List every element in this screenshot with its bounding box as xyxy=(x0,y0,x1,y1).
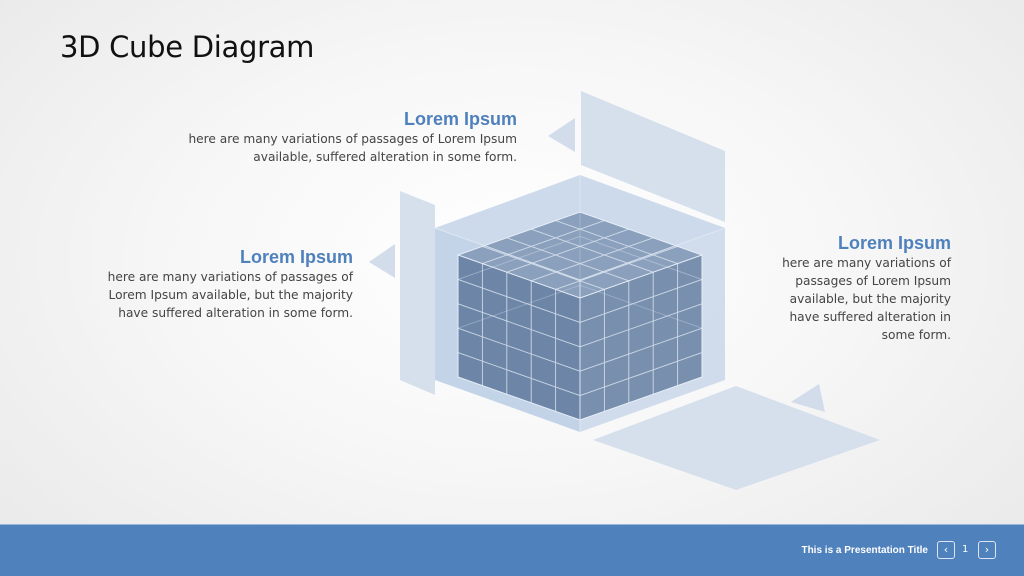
callout-body: here are many variations of passages of … xyxy=(760,254,951,344)
page-number: 1 xyxy=(962,544,969,555)
presentation-title: This is a Presentation Title xyxy=(801,545,928,556)
callout-top: Lorem Ipsum here are many variations of … xyxy=(180,108,517,166)
callout-line: available, suffered alteration in some f… xyxy=(253,150,517,164)
bottom-arrow-icon xyxy=(791,384,825,412)
footer-bar: This is a Presentation Title ‹ 1 › xyxy=(0,524,1024,576)
callout-body: here are many variations of passages of … xyxy=(180,130,517,166)
callout-heading: Lorem Ipsum xyxy=(403,109,517,129)
callout-line: have suffered alteration in xyxy=(789,310,951,324)
callout-line: have suffered alteration in some form. xyxy=(118,306,353,320)
left-arrow-icon xyxy=(369,244,395,278)
top-panel xyxy=(581,91,725,222)
bottom-panel xyxy=(593,386,880,490)
callout-line: here are many variations of passages of … xyxy=(188,132,517,146)
chevron-left-icon: ‹ xyxy=(943,543,949,556)
callout-line: available, but the majority xyxy=(789,292,951,306)
top-arrow-icon xyxy=(548,118,575,152)
left-panel xyxy=(400,191,435,395)
callout-line: here are many variations of passages of xyxy=(107,270,353,284)
chevron-right-icon: › xyxy=(984,543,990,556)
callout-body: here are many variations of passages of … xyxy=(100,268,353,322)
inner-grid-cube xyxy=(456,211,704,421)
callout-line: some form. xyxy=(881,328,951,342)
callout-line: here are many variations of xyxy=(782,256,951,270)
callout-line: Lorem Ipsum available, but the majority xyxy=(108,288,354,302)
callout-heading: Lorem Ipsum xyxy=(239,247,353,267)
prev-slide-button[interactable]: ‹ xyxy=(937,541,955,559)
slide-title: 3D Cube Diagram xyxy=(60,30,315,64)
callout-right: Lorem Ipsum here are many variations of … xyxy=(760,232,951,344)
callout-left: Lorem Ipsum here are many variations of … xyxy=(100,246,353,322)
callout-line: passages of Lorem Ipsum xyxy=(795,274,951,288)
next-slide-button[interactable]: › xyxy=(978,541,996,559)
callout-heading: Lorem Ipsum xyxy=(837,233,951,253)
